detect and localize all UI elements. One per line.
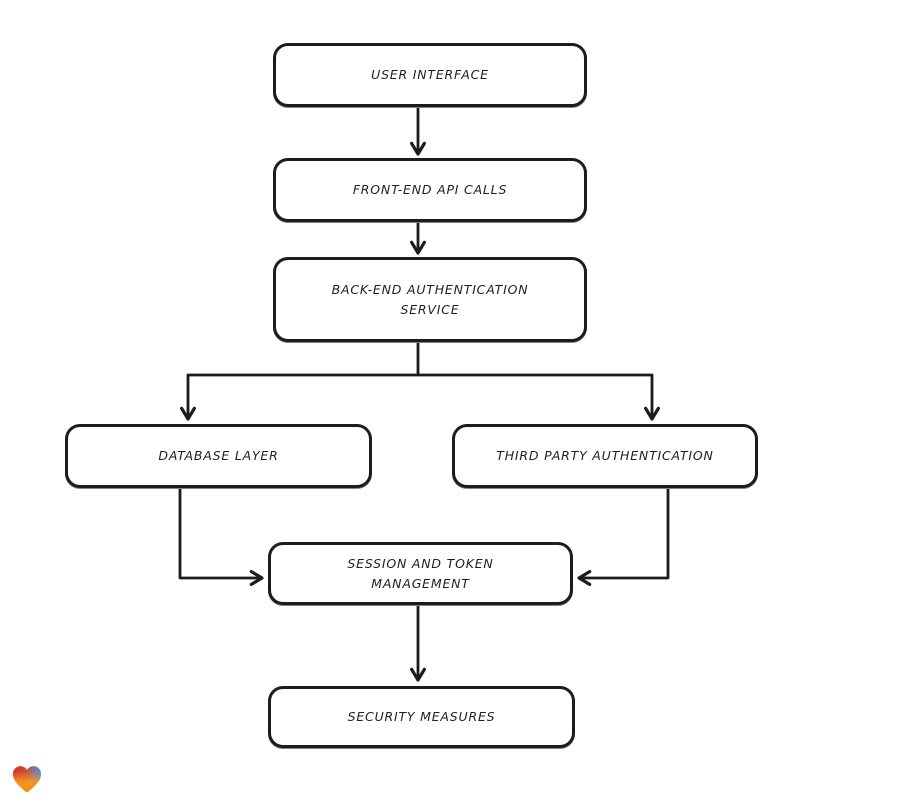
node-user-interface: USER INTERFACE — [273, 43, 587, 107]
node-label: DATABASE LAYER — [158, 448, 279, 464]
node-label: SECURITY MEASURES — [347, 709, 496, 725]
node-security-measures: SECURITY MEASURES — [268, 686, 575, 748]
edge-backend-to-thirdparty — [418, 373, 660, 421]
node-label: THIRD PARTY AUTHENTICATION — [496, 448, 714, 464]
node-front-end-api-calls: FRONT-END API CALLS — [273, 158, 587, 222]
node-label: USER INTERFACE — [371, 67, 489, 83]
node-third-party-authentication: THIRD PARTY AUTHENTICATION — [452, 424, 758, 488]
node-label: BACK-END AUTHENTICATION SERVICE — [331, 282, 529, 317]
edge-thirdparty-to-session — [577, 489, 670, 586]
node-back-end-authentication-service: BACK-END AUTHENTICATION SERVICE — [273, 257, 587, 342]
edge-backend-to-database — [180, 343, 420, 421]
node-session-and-token-management: SESSION AND TOKEN MANAGEMENT — [268, 542, 573, 605]
heart-icon — [12, 766, 42, 793]
edge-database-to-session — [178, 489, 264, 586]
watermark-logo-link[interactable] — [9, 761, 45, 797]
node-label: FRONT-END API CALLS — [352, 182, 508, 198]
node-database-layer: DATABASE LAYER — [65, 424, 372, 488]
node-label: SESSION AND TOKEN MANAGEMENT — [347, 556, 494, 591]
